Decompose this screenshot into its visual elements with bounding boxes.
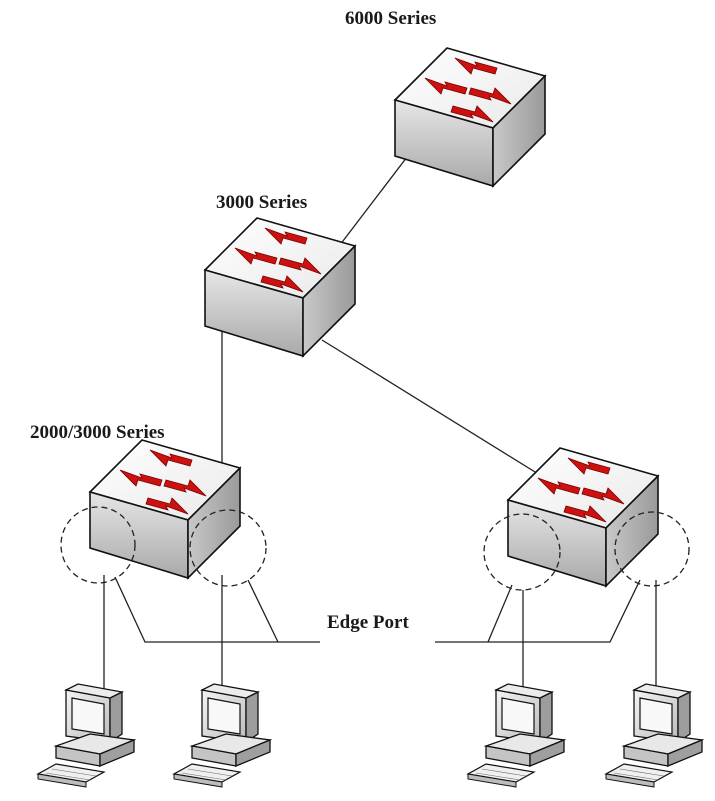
edge-port-circle-2 bbox=[189, 509, 267, 587]
edge-port-circle-4 bbox=[614, 511, 690, 587]
pc-4-icon bbox=[605, 683, 703, 788]
edge-port-markers bbox=[60, 506, 690, 591]
link-lines bbox=[103, 139, 657, 700]
core-switch-icon bbox=[394, 47, 546, 187]
pc-1-icon bbox=[37, 683, 135, 788]
edge-port-callout-right bbox=[435, 579, 641, 643]
edge-port-circle-1 bbox=[60, 506, 136, 584]
distribution-switch-icon bbox=[204, 217, 356, 357]
edge-port-label: Edge Port bbox=[327, 612, 409, 633]
link-distribution-to-access-right bbox=[321, 339, 549, 481]
pc-2-icon bbox=[173, 683, 271, 788]
edge-port-circle-3 bbox=[483, 513, 561, 591]
distribution-tier-label: 3000 Series bbox=[216, 192, 308, 213]
access-switch-left-icon bbox=[89, 439, 241, 579]
access-tier-label: 2000/3000 Series bbox=[30, 422, 165, 443]
edge-port-callout-left bbox=[114, 576, 320, 643]
edge-port-callout-right-2 bbox=[487, 584, 513, 643]
edge-port-callout-left-2 bbox=[247, 579, 279, 643]
core-tier-label: 6000 Series bbox=[345, 8, 437, 29]
pc-3-icon bbox=[467, 683, 565, 788]
